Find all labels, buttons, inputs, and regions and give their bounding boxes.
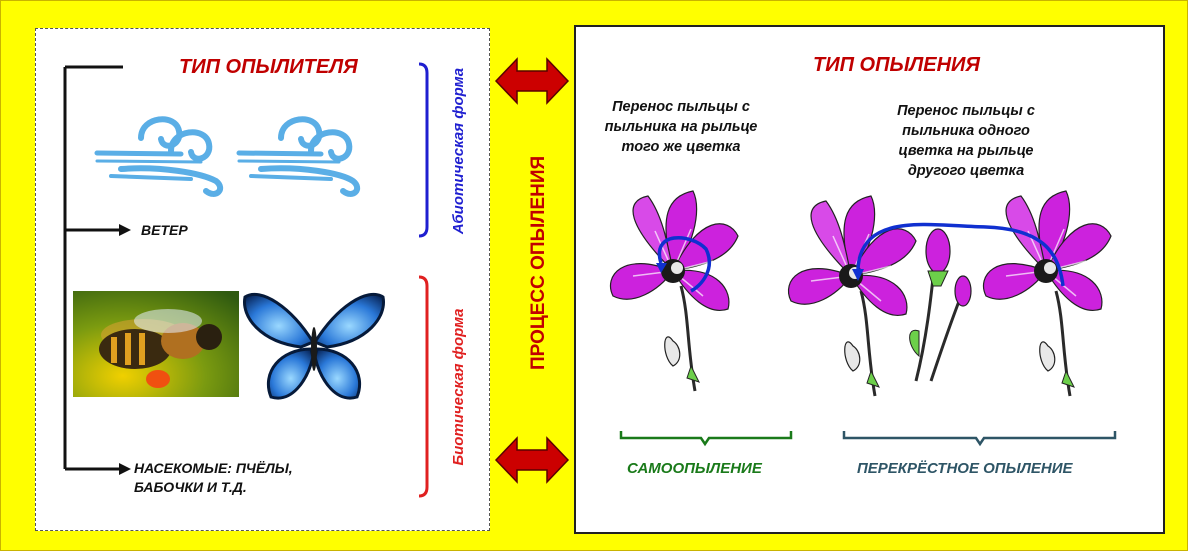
pollinator-tree-lines [65,67,123,469]
self-pollination-label: САМООПЫЛЕНИЕ [627,460,762,477]
abiotic-bracket [419,64,427,236]
abiotic-form-label: Абиотическая форма [450,66,470,236]
wind-label: ВЕТЕР [141,221,188,239]
wind-icon [239,119,357,194]
pollination-process-label: ПРОЦЕСС ОПЫЛЕНИЯ [528,170,550,370]
pollination-type-title: ТИП ОПЫЛЕНИЯ [813,54,980,77]
butterfly-photo [241,287,387,405]
double-arrow-icon [496,59,568,103]
insects-label-line2: БАБОЧКИ И Т.Д. [134,478,247,496]
cross-pollination-description: Перенос пыльцы с пыльника одного цветка … [876,101,1056,181]
biotic-bracket [419,277,427,496]
double-arrow-icon [496,438,568,482]
insects-arrow-head [119,463,131,475]
wind-arrow-head [119,224,131,236]
biotic-form-label: Биотическая форма [450,302,470,472]
insects-label-line1: НАСЕКОМЫЕ: ПЧЁЛЫ, [134,459,293,477]
wind-icon [97,119,220,194]
pollinator-type-title: ТИП ОПЫЛИТЕЛЯ [179,56,358,79]
cross-pollination-label: ПЕРЕКРЁСТНОЕ ОПЫЛЕНИЕ [857,460,1073,477]
self-pollination-description: Перенос пыльцы с пыльника на рыльце того… [591,97,771,157]
bee-photo [73,291,239,397]
